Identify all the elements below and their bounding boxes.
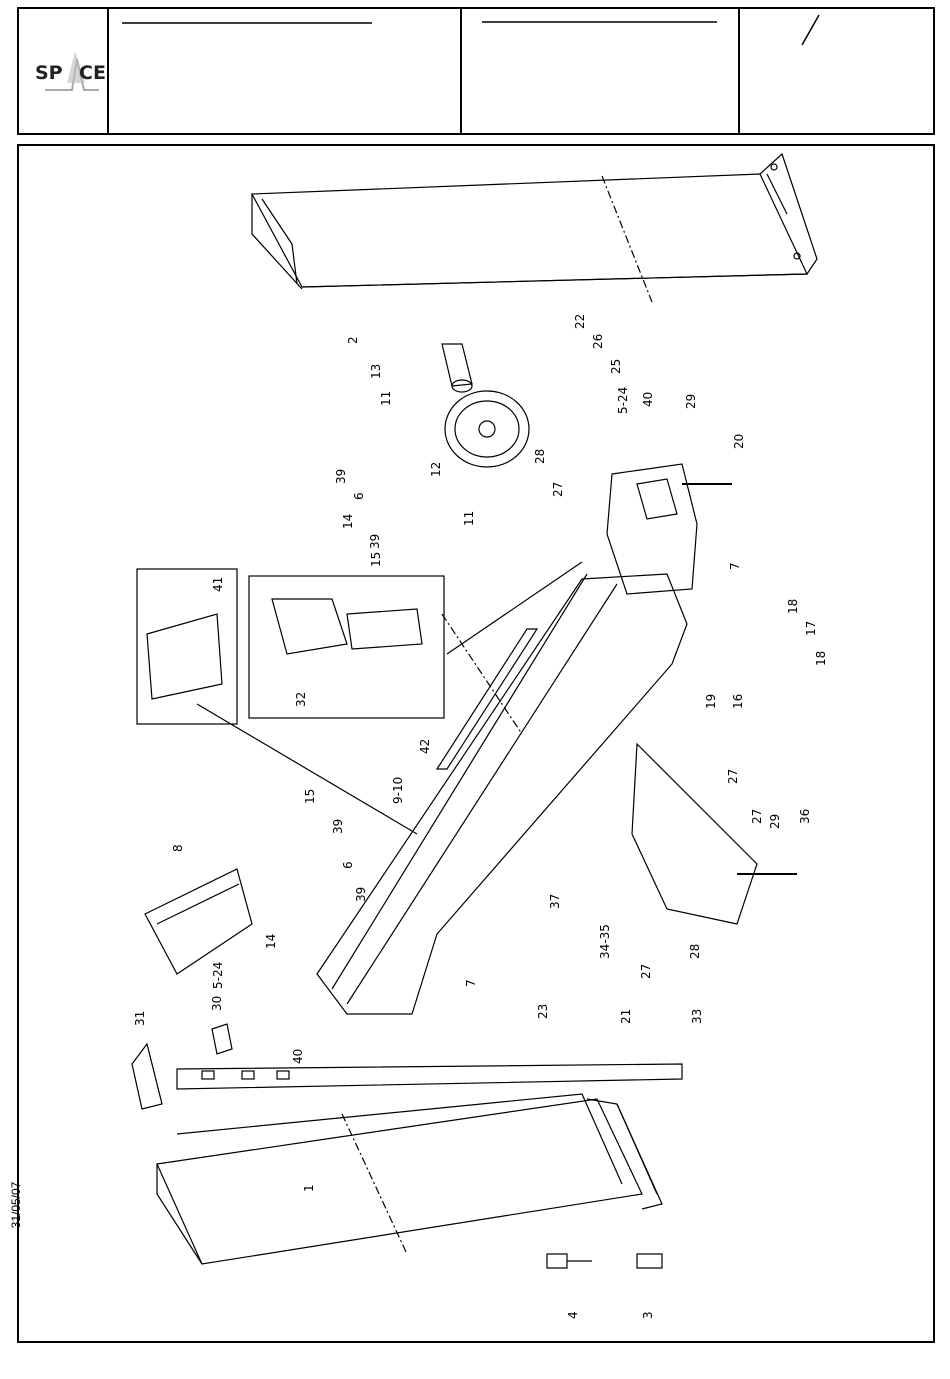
callout-1: 1 [302, 1184, 316, 1192]
callout-39-b: 39 [368, 534, 382, 549]
callout-27-c: 27 [750, 809, 764, 824]
callout-36: 36 [798, 809, 812, 824]
callout-labels: 1 2 3 4 5-24 5-24 6 6 7 7 8 9-10 11 11 1… [133, 314, 828, 1319]
column-2 [252, 154, 817, 302]
callout-14-lower: 14 [264, 934, 278, 949]
callout-27-a: 27 [551, 482, 565, 497]
callout-3: 3 [641, 1311, 655, 1319]
bolt-4 [547, 1254, 592, 1268]
sheet-slash [802, 15, 819, 45]
callout-27-d: 27 [639, 964, 653, 979]
block-30 [212, 1024, 232, 1054]
callout-39-c: 39 [331, 819, 345, 834]
plate-23 [177, 1064, 682, 1089]
callout-37: 37 [548, 894, 562, 909]
callout-30: 30 [210, 996, 224, 1011]
callout-31: 31 [133, 1011, 147, 1026]
bracket-31 [132, 1044, 162, 1109]
callout-6-upper: 6 [352, 492, 366, 500]
exploded-diagram: 1 2 3 4 5-24 5-24 6 6 7 7 8 9-10 11 11 1… [17, 144, 935, 1343]
callout-28-upper: 28 [533, 449, 547, 464]
callout-6-lower: 6 [341, 861, 355, 869]
logo-left-text: SP [35, 62, 63, 84]
callout-12: 12 [429, 462, 443, 477]
callout-42: 42 [418, 739, 432, 754]
callout-27-b: 27 [726, 769, 740, 784]
callout-40-lower: 40 [291, 1049, 305, 1064]
callout-32: 32 [294, 692, 308, 707]
title-block: SP CE [17, 7, 935, 135]
callout-18-lower: 18 [814, 651, 828, 666]
callout-41: 41 [211, 577, 225, 592]
callout-15-lower: 15 [303, 789, 317, 804]
roller-13 [442, 344, 472, 392]
callout-39-a: 39 [334, 469, 348, 484]
callout-7-lower: 7 [464, 979, 478, 987]
callout-33: 33 [690, 1009, 704, 1024]
detail-box-32 [249, 576, 444, 718]
arm-9-10 [317, 574, 687, 1014]
callout-29-upper: 29 [684, 394, 698, 409]
callout-13: 13 [369, 364, 383, 379]
leader-41 [197, 704, 417, 834]
callout-20: 20 [732, 434, 746, 449]
callout-18-upper: 18 [786, 599, 800, 614]
callout-2: 2 [346, 336, 360, 344]
callout-22: 22 [573, 314, 587, 329]
callout-25: 25 [609, 359, 623, 374]
callout-23: 23 [536, 1004, 550, 1019]
callout-5-24-upper: 5-24 [616, 387, 630, 414]
pin-3 [637, 1254, 662, 1268]
leader-32 [447, 562, 582, 654]
callout-15-upper: 15 [369, 552, 383, 567]
callout-28-lower: 28 [688, 944, 702, 959]
pulley-12 [445, 391, 529, 467]
callout-29-lower: 29 [768, 814, 782, 829]
callout-7-upper: 7 [728, 562, 742, 570]
callout-5-24-lower: 5-24 [211, 962, 225, 989]
callout-4: 4 [566, 1311, 580, 1319]
callout-19: 19 [704, 694, 718, 709]
callout-11-upper: 11 [379, 391, 393, 406]
logo-right-text: CE [79, 62, 106, 84]
space-logo: SP CE [35, 51, 106, 90]
callout-34-35: 34-35 [598, 924, 612, 959]
column-1 [157, 1094, 662, 1264]
callout-26: 26 [591, 334, 605, 349]
cover-8 [145, 869, 252, 974]
callout-8: 8 [171, 844, 185, 852]
callout-39-d: 39 [354, 887, 368, 902]
callout-16: 16 [731, 694, 745, 709]
callout-21: 21 [619, 1009, 633, 1024]
callout-17: 17 [804, 621, 818, 636]
callout-11-lower: 11 [462, 511, 476, 526]
callout-14-upper: 14 [341, 514, 355, 529]
callout-9-10: 9-10 [391, 777, 405, 804]
callout-40-upper: 40 [641, 392, 655, 407]
